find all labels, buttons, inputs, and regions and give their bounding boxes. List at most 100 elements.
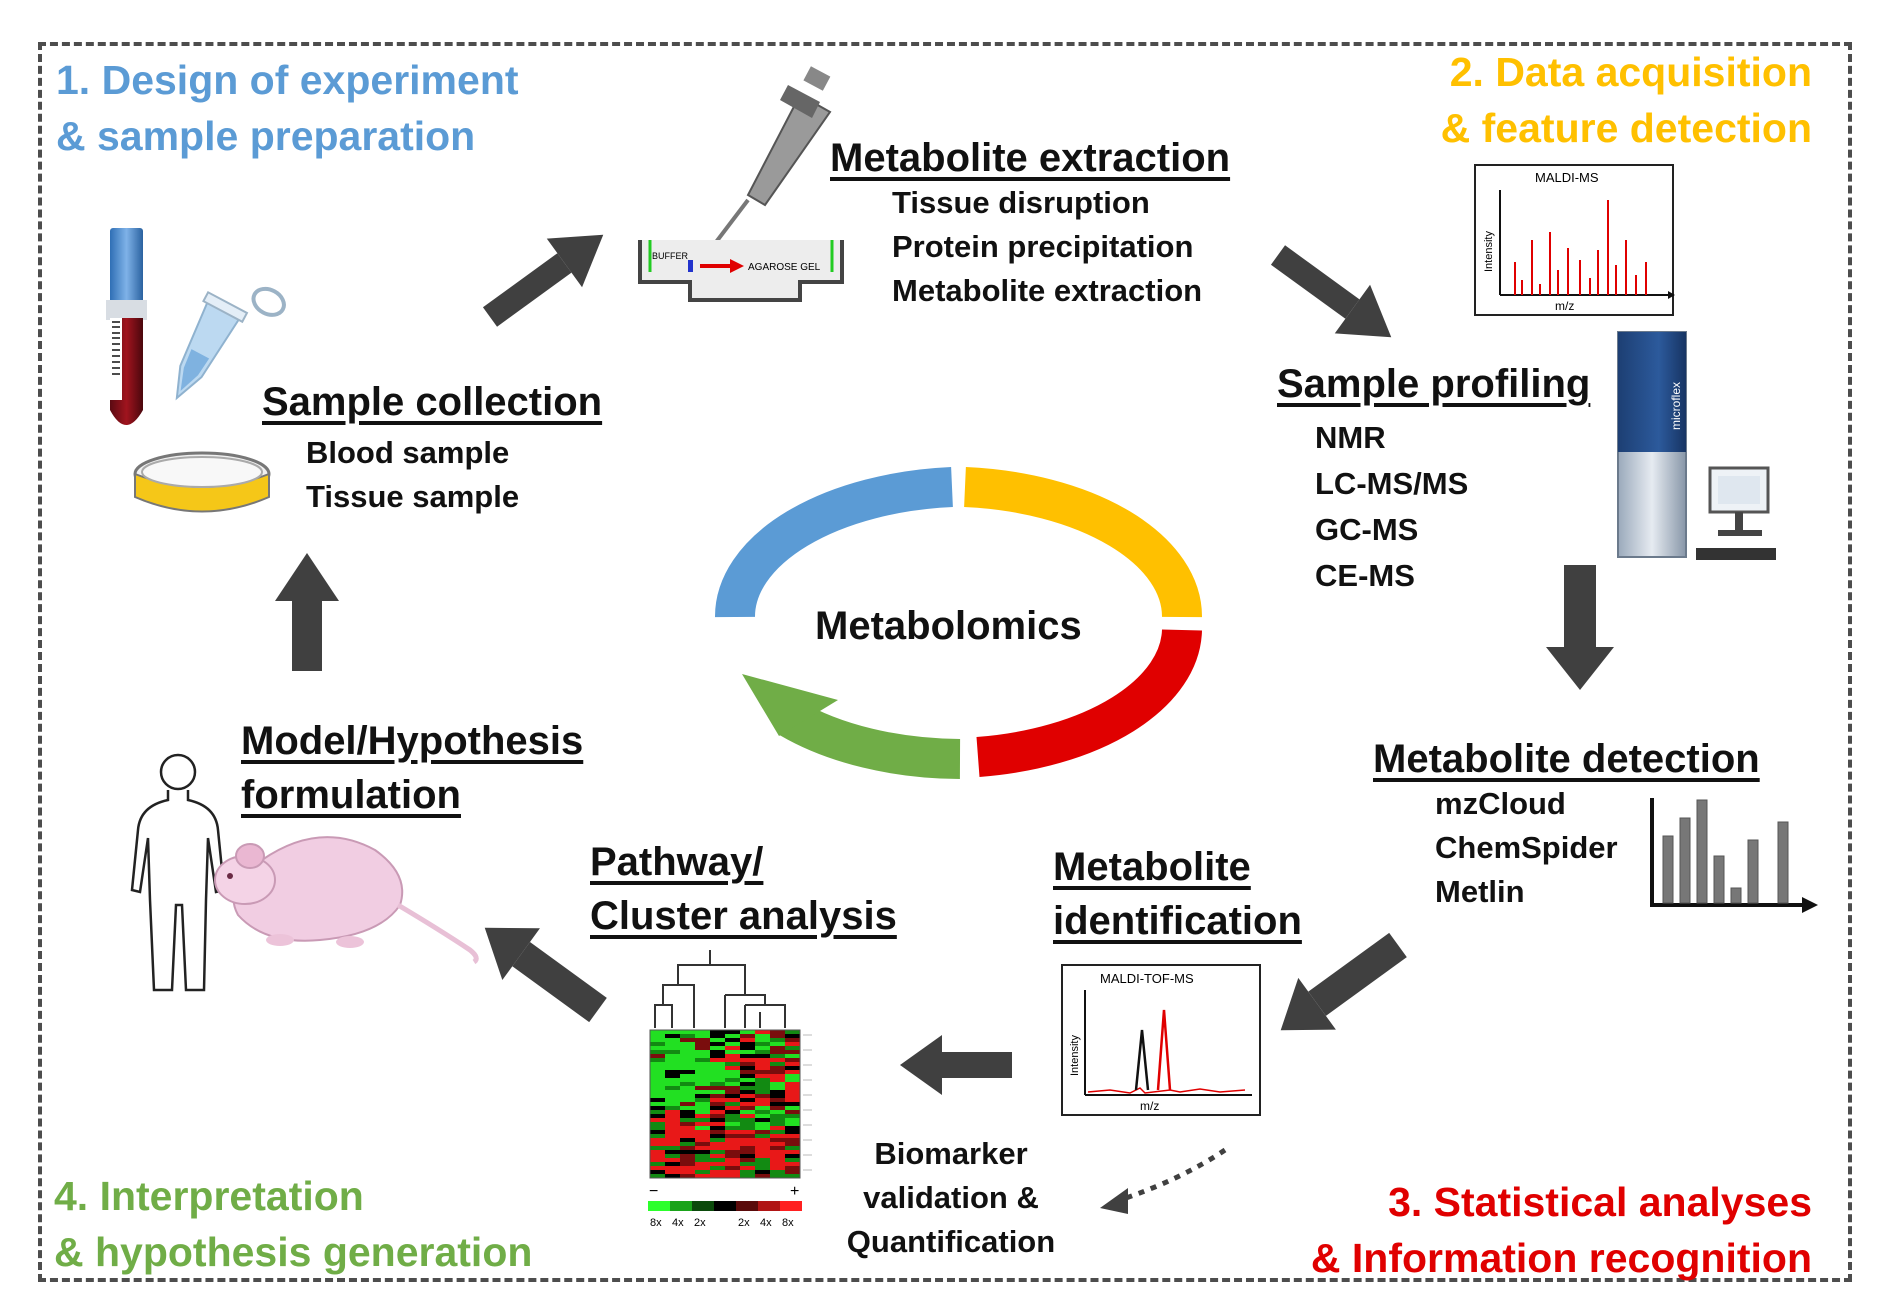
arrow-identification-to-pathway	[900, 1035, 1012, 1095]
heatmap-cell	[665, 1058, 680, 1062]
heatmap-cell	[740, 1122, 755, 1126]
heatmap-cell	[770, 1154, 785, 1158]
heatmap-cell	[740, 1082, 755, 1086]
heatmap-cell	[755, 1106, 770, 1110]
heatmap-cell	[650, 1082, 665, 1086]
mouse-icon	[214, 836, 479, 965]
heatmap-cell	[650, 1086, 665, 1090]
heatmap-cell	[755, 1082, 770, 1086]
heatmap-cell	[785, 1050, 800, 1054]
sample-collection-title: Sample collection	[262, 380, 603, 424]
heatmap-cell	[740, 1138, 755, 1142]
heatmap-cell	[725, 1146, 740, 1150]
heatmap-cell	[680, 1034, 695, 1038]
heatmap-cell	[725, 1094, 740, 1098]
heatmap-cell	[680, 1174, 695, 1178]
heatmap-cell	[710, 1062, 725, 1066]
heatmap-cell	[680, 1066, 695, 1070]
heatmap-cell	[770, 1062, 785, 1066]
instrument-brand: microflex	[1669, 382, 1683, 430]
heatmap-cell	[695, 1090, 710, 1094]
biomarker-label: Biomarker validation & Quantification	[846, 1136, 1056, 1259]
heatmap-cell	[770, 1150, 785, 1154]
heatmap-cell	[770, 1058, 785, 1062]
heatmap-cell	[740, 1118, 755, 1122]
heatmap-cell	[725, 1138, 740, 1142]
heatmap-cell	[650, 1114, 665, 1118]
heatmap-cell	[755, 1158, 770, 1162]
sample-profiling-title: Sample profiling	[1277, 362, 1591, 406]
heatmap-cell	[785, 1154, 800, 1158]
heatmap-cell	[665, 1106, 680, 1110]
heatmap-cell	[785, 1058, 800, 1062]
heatmap-cell	[665, 1162, 680, 1166]
heatmap-cell	[680, 1114, 695, 1118]
heatmap-cell	[770, 1118, 785, 1122]
heatmap-cell	[680, 1094, 695, 1098]
heatmap-cell	[695, 1154, 710, 1158]
heatmap-cell	[680, 1158, 695, 1162]
heatmap-cell	[725, 1042, 740, 1046]
heatmap-cell	[755, 1098, 770, 1102]
scale-tick: 4x	[760, 1217, 772, 1229]
heatmap-row-labels	[803, 1034, 812, 1171]
heatmap-cell	[755, 1126, 770, 1130]
heatmap-cell	[785, 1150, 800, 1154]
heatmap-cell	[680, 1090, 695, 1094]
heatmap-cell	[770, 1046, 785, 1050]
heatmap-cell	[725, 1034, 740, 1038]
heatmap-cell	[650, 1046, 665, 1050]
heatmap-cell	[710, 1070, 725, 1074]
arrow-collection-to-extraction	[482, 234, 604, 327]
heatmap-cell	[710, 1122, 725, 1126]
heatmap-cell	[665, 1102, 680, 1106]
heatmap-cell	[695, 1142, 710, 1146]
heatmap-cell	[740, 1098, 755, 1102]
heatmap-cell	[695, 1158, 710, 1162]
heatmap-cell	[695, 1086, 710, 1090]
heatmap-cell	[785, 1038, 800, 1042]
heatmap-cell	[785, 1070, 800, 1074]
heatmap-cell	[755, 1142, 770, 1146]
maldi-tof-xlabel: m/z	[1140, 1099, 1159, 1113]
metabolite-extraction-title: Metabolite extraction	[830, 136, 1231, 180]
heatmap-cell	[650, 1134, 665, 1138]
heatmap-cell	[755, 1118, 770, 1122]
heatmap-cell	[725, 1142, 740, 1146]
heatmap-cell	[680, 1166, 695, 1170]
heatmap-cell	[650, 1110, 665, 1114]
heatmap-cell	[770, 1158, 785, 1162]
heatmap-cell	[680, 1110, 695, 1114]
heatmap-cell	[665, 1090, 680, 1094]
heatmap-cell	[755, 1130, 770, 1134]
heatmap-cell	[770, 1086, 785, 1090]
heatmap-cell	[725, 1162, 740, 1166]
heatmap-cell	[650, 1146, 665, 1150]
heatmap-cell	[680, 1106, 695, 1110]
heatmap-cell	[770, 1142, 785, 1146]
sample-profiling-block: Sample profiling NMR LC-MS/MS GC-MS CE-M…	[1277, 362, 1590, 599]
heatmap-cell	[725, 1090, 740, 1094]
extraction-item: Protein precipitation	[892, 229, 1194, 264]
heatmap-cell	[695, 1114, 710, 1118]
metabolomics-cycle	[714, 467, 1203, 779]
heatmap-cell	[785, 1042, 800, 1046]
maldi-tof-ylabel: Intensity	[1069, 1035, 1081, 1076]
maldi-tof-spectrum-icon: MALDI-TOF-MS Intensity m/z	[1061, 964, 1261, 1116]
heatmap-cell	[770, 1066, 785, 1070]
heatmap-cell	[770, 1094, 785, 1098]
heatmap-cell	[665, 1078, 680, 1082]
heatmap-cell	[755, 1138, 770, 1142]
heatmap-cell	[755, 1146, 770, 1150]
heatmap-cell	[755, 1038, 770, 1042]
heatmap-cell	[650, 1174, 665, 1178]
metabolite-detection-block: Metabolite detection mzCloud ChemSpider …	[1373, 737, 1760, 914]
heatmap-cell	[650, 1138, 665, 1142]
sample-collection-block: Sample collection Blood sample Tissue sa…	[262, 380, 602, 519]
profiling-item: CE-MS	[1315, 558, 1415, 593]
heatmap-cell	[740, 1058, 755, 1062]
heatmap-cell	[665, 1074, 680, 1078]
heatmap-cell	[785, 1110, 800, 1114]
heatmap-cell	[665, 1114, 680, 1118]
